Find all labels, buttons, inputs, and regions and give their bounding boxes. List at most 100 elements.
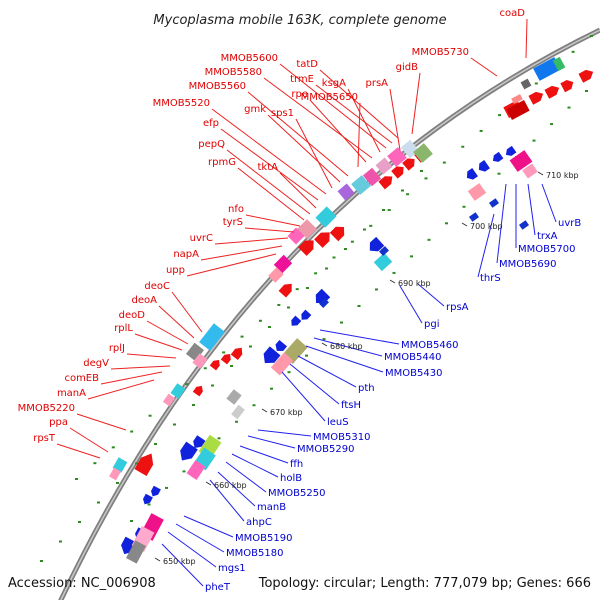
gene-label-pgi: pgi: [424, 319, 439, 330]
forward-gene-arrow: [329, 226, 345, 242]
gc-dot: [410, 255, 413, 258]
gc-dot: [534, 82, 538, 85]
gene-label-mmob5520: MMOB5520: [153, 98, 210, 109]
gene-label-mmob5700: MMOB5700: [518, 244, 575, 255]
gc-dot: [498, 114, 502, 117]
gc-dot: [148, 414, 152, 417]
gc-dot: [268, 326, 271, 328]
tick-mark-710-kbp: [537, 171, 544, 176]
gene-label-tkta: tktA: [258, 162, 279, 173]
gene-label-tyrs: tyrS: [223, 217, 243, 228]
gc-dot: [340, 321, 343, 324]
label-line-mmob5310: [257, 429, 312, 437]
gene-label-leus: leuS: [327, 417, 349, 428]
gc-dot: [532, 139, 536, 142]
forward-gene-arrow: [528, 91, 544, 105]
gc-dot: [445, 222, 448, 225]
gene-label-ahpc: ahpC: [246, 517, 272, 528]
forward-gene-box: [192, 353, 208, 369]
gc-dot: [357, 305, 361, 307]
gene-label-napa: napA: [173, 249, 199, 260]
gc-dot: [147, 503, 151, 506]
label-line-mmob5250: [225, 461, 267, 493]
gene-label-mmob5690: MMOB5690: [499, 259, 556, 270]
forward-gene-box: [185, 342, 205, 362]
forward-gene-arrow: [134, 453, 154, 477]
tick-label-670-kbp: 670 kbp: [270, 408, 303, 417]
reverse-gene-marker: [489, 198, 499, 208]
tick-mark-690-kbp: [389, 279, 396, 284]
gene-label-rpst: rpsT: [33, 433, 56, 444]
forward-gene-box: [170, 383, 186, 399]
gene-label-mmob5600: MMOB5600: [221, 53, 278, 64]
label-line-mmob5290: [247, 435, 296, 449]
forward-gene-arrow: [402, 158, 415, 171]
label-line-mana: [87, 379, 155, 400]
reverse-gene-box: [226, 389, 242, 405]
gc-dot: [59, 540, 62, 543]
forward-gene-box: [552, 56, 566, 72]
label-line-mmob5600: [279, 63, 387, 149]
reverse-gene-box: [270, 352, 294, 376]
label-line-tatd: [319, 69, 399, 139]
gc-dot: [406, 193, 410, 196]
tick-mark-700-kbp: [461, 222, 468, 227]
gene-label-tatd: tatD: [296, 59, 318, 70]
tick-label-700-kbp: 700 kbp: [470, 222, 503, 231]
reverse-gene-arrow: [263, 346, 281, 364]
gc-dot: [550, 123, 553, 126]
label-line-upp: [186, 253, 277, 277]
label-line-phet: [161, 543, 204, 587]
label-line-deoc: [171, 291, 203, 333]
gc-dot: [392, 271, 396, 274]
gc-dot: [590, 35, 593, 37]
reverse-gene-arrow: [369, 236, 385, 252]
gc-dot: [462, 205, 466, 208]
reverse-gene-arrow: [315, 288, 331, 304]
gc-dot: [306, 287, 309, 289]
label-line-mmob5560: [247, 91, 349, 177]
gene-label-ffh: ffh: [290, 459, 303, 470]
label-line-holb: [231, 453, 279, 478]
gene-labels-layer: coaDMMOB5730gidBtatDtrmEMMOB5600ksgAMMOB…: [18, 8, 582, 593]
forward-gene-arrow: [560, 80, 574, 93]
forward-gene-box: [520, 78, 532, 90]
forward-gene-box: [337, 183, 355, 201]
tick-mark-650-kbp: [154, 557, 161, 562]
forward-gene-box: [413, 143, 433, 163]
forward-gene-box: [351, 175, 371, 195]
forward-gene-arrow: [230, 347, 243, 360]
forward-gene-box: [506, 100, 530, 120]
gc-dot: [130, 430, 134, 433]
gene-label-mmob5580: MMOB5580: [205, 67, 262, 78]
genome-backbone-highlight: [60, 29, 600, 600]
gc-dot: [571, 50, 575, 53]
forward-gene-box: [109, 467, 121, 481]
label-line-ahpc: [209, 479, 245, 522]
gc-dot: [182, 470, 186, 473]
gc-dot: [401, 189, 404, 192]
label-line-gmk: [267, 114, 341, 183]
reverse-gene-arrow: [150, 485, 161, 497]
gc-dot: [350, 240, 354, 243]
gc-dot: [165, 486, 168, 489]
reverse-gene-arrow: [291, 315, 302, 326]
gc-dot: [287, 371, 291, 374]
forward-gene-arrow: [544, 85, 560, 99]
gene-label-degv: degV: [83, 358, 109, 369]
forward-gene-arrow: [314, 232, 330, 248]
label-line-mmob5460: [319, 329, 400, 345]
gene-label-pth: pth: [358, 383, 375, 394]
forward-gene-arrow: [391, 166, 404, 179]
label-line-trme: [315, 84, 393, 144]
label-line-pth: [297, 355, 357, 388]
genome-summary-text: Topology: circular; Length: 777,079 bp; …: [258, 576, 591, 591]
tick-mark-660-kbp: [205, 481, 212, 486]
gene-label-rpe: rpe: [291, 89, 308, 100]
label-line-mmob5190: [183, 515, 234, 538]
gc-dot: [497, 172, 501, 175]
label-line-mmob5520: [211, 108, 327, 195]
label-line-nfo: [245, 214, 301, 227]
gc-dot: [78, 521, 81, 523]
label-line-pepq: [226, 149, 311, 215]
